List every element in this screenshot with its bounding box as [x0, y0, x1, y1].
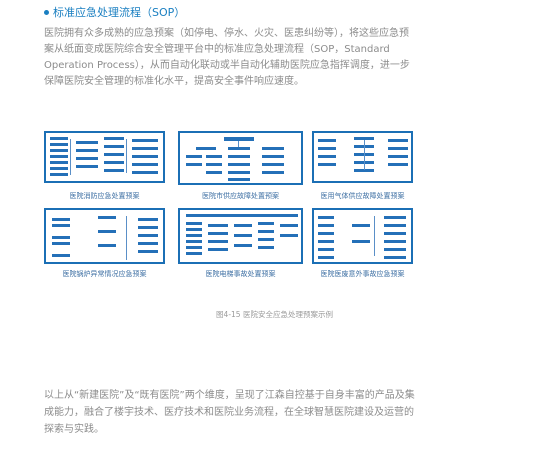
- diagram-label-medwaste: 医院医废意外事故应急预案: [320, 270, 405, 278]
- sop-diagram-medwaste: [312, 208, 413, 264]
- sop-diagram-gas: [312, 131, 413, 183]
- intro-paragraph: 医院拥有众多成熟的应急预案（如停电、停水、火灾、医患纠纷等），将这些应急预案从纸…: [44, 28, 410, 87]
- diagram-label-boiler: 医院锅炉异常情况应急预案: [62, 270, 147, 278]
- sop-diagram-elevator: [178, 208, 303, 264]
- diagram-label-gas: 医用气体供应故障处置预案: [320, 192, 405, 200]
- diagram-label-water: 医院市供应故障处置预案: [202, 192, 279, 200]
- section-title: 标准应急处理流程（SOP）: [44, 4, 185, 20]
- sop-diagram-water: [178, 131, 303, 185]
- bullet-icon: [44, 9, 49, 15]
- diagram-label-fire: 医院消防应急处置预案: [69, 192, 140, 200]
- sop-diagram-boiler: [44, 208, 165, 264]
- sop-diagram-fire: [44, 131, 165, 183]
- diagram-label-elevator: 医院电梯事故处置预案: [205, 270, 276, 278]
- closing-paragraph: 以上从“新建医院”及“既有医院”两个维度，呈现了江森自控基于自身丰富的产品及集成…: [44, 390, 415, 435]
- figure-caption: 图4-15 医院安全应急处理预案示例: [216, 310, 333, 319]
- section-title-text: 标准应急处理流程（SOP）: [53, 6, 186, 19]
